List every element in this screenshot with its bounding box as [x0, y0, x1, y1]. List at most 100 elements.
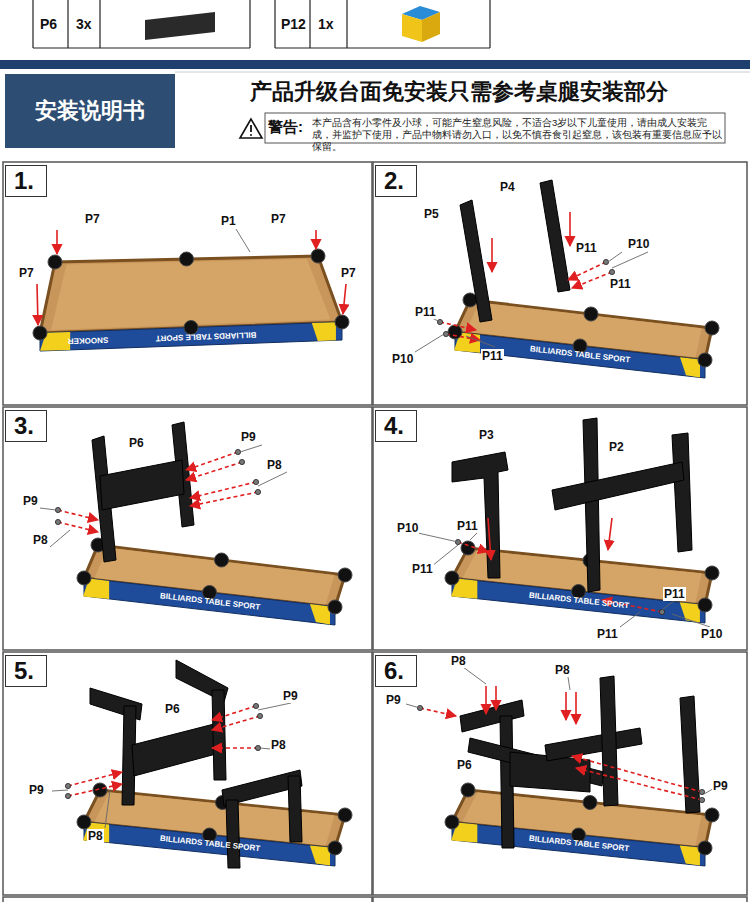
callout-number: P7 — [340, 266, 357, 280]
leg-part — [100, 460, 184, 510]
leader-line — [50, 530, 70, 547]
assembly-arrow — [56, 230, 58, 254]
table-cell: P6 — [40, 16, 57, 32]
assembly-arrow — [568, 262, 606, 280]
table-line — [275, 47, 490, 48]
screw — [65, 783, 70, 788]
assembly-arrow — [212, 747, 258, 749]
screw — [253, 479, 258, 484]
leader-line — [258, 472, 287, 486]
assembly-arrow — [485, 686, 487, 714]
assembly-arrow — [186, 452, 238, 470]
assembly-arrow — [572, 272, 612, 288]
leader-line — [612, 252, 648, 268]
leader-line — [568, 677, 570, 690]
callout-number: P10 — [396, 521, 419, 535]
pocket — [180, 252, 194, 266]
panel-frame — [373, 162, 747, 405]
warning-icon — [250, 125, 252, 132]
step-label: 1. — [14, 167, 34, 194]
header-bar — [0, 60, 750, 69]
table-line — [309, 0, 310, 48]
assembly-arrow — [440, 322, 476, 330]
leader-line — [52, 790, 68, 791]
page-title: 产品升级台面免安装只需参考桌腿安装部分 — [250, 79, 668, 105]
screw — [699, 797, 704, 802]
banner-text: 安装说明书 — [35, 96, 145, 126]
assembly-arrow — [495, 686, 497, 710]
table-line — [274, 0, 275, 48]
pocket — [445, 571, 459, 585]
table-cell: 3x — [76, 16, 92, 32]
pocket — [338, 808, 352, 822]
assembly-arrow — [572, 756, 702, 792]
callout-number: P7 — [18, 266, 35, 280]
header-rule — [175, 72, 750, 73]
leg-part — [552, 462, 684, 510]
callout-number: P11 — [456, 519, 479, 533]
pocket — [311, 249, 325, 263]
pocket — [461, 541, 475, 555]
assembly-arrow — [315, 230, 317, 249]
panel-frame — [3, 407, 372, 650]
pocket — [584, 307, 598, 321]
screw — [65, 793, 70, 798]
table-cell: P12 — [281, 16, 306, 32]
pocket — [461, 783, 475, 797]
assembly-arrow — [68, 772, 122, 786]
step-label: 3. — [14, 412, 34, 439]
panel-frame — [3, 897, 372, 902]
pocket — [445, 815, 459, 829]
callout-number: P8 — [32, 533, 49, 547]
screw — [699, 789, 704, 794]
step-number: 3. — [5, 410, 47, 442]
callout-number: P11 — [609, 277, 632, 291]
callout-number: P11 — [575, 241, 598, 255]
leader-line — [470, 532, 478, 540]
pocket — [705, 566, 719, 580]
assembly-arrow — [565, 692, 567, 720]
pocket — [48, 255, 62, 269]
leg-part — [460, 200, 492, 322]
step-number: 6. — [375, 655, 417, 687]
leader-line — [463, 667, 486, 684]
leg-part — [212, 690, 226, 780]
callout-number: P6 — [456, 758, 473, 772]
table-line — [67, 0, 68, 48]
screw — [55, 519, 60, 524]
leg-part — [672, 433, 692, 552]
callout-number: P6 — [128, 436, 145, 450]
callout-number: P10 — [627, 237, 650, 251]
callout-number: P8 — [266, 458, 283, 472]
table-line — [489, 0, 490, 48]
leader-line — [418, 533, 458, 542]
leader-line — [672, 614, 710, 627]
leader-line — [415, 334, 444, 352]
table-rail — [452, 578, 705, 623]
rail-stripe — [680, 602, 700, 622]
screw — [255, 489, 260, 494]
panel-frames — [3, 162, 747, 902]
callout-number: P6 — [164, 702, 181, 716]
leg-part — [452, 452, 508, 578]
table-line — [32, 0, 33, 48]
leader-line — [258, 703, 291, 710]
screw — [659, 609, 664, 614]
pocket — [328, 600, 342, 614]
screw — [55, 507, 60, 512]
step-number: 1. — [5, 165, 47, 197]
callout-number: P10 — [700, 627, 723, 641]
table-line — [33, 47, 250, 48]
step-number: 4. — [375, 410, 417, 442]
leg-part — [540, 180, 570, 292]
warning-heading: 警告: — [268, 118, 303, 136]
assembly-arrow — [575, 692, 577, 724]
leader-line — [432, 545, 458, 566]
callout-number: P3 — [478, 428, 495, 442]
screw — [255, 745, 260, 750]
screw — [609, 269, 614, 274]
leader-line — [620, 612, 640, 627]
pocket — [583, 796, 597, 810]
table-rail — [455, 332, 705, 378]
